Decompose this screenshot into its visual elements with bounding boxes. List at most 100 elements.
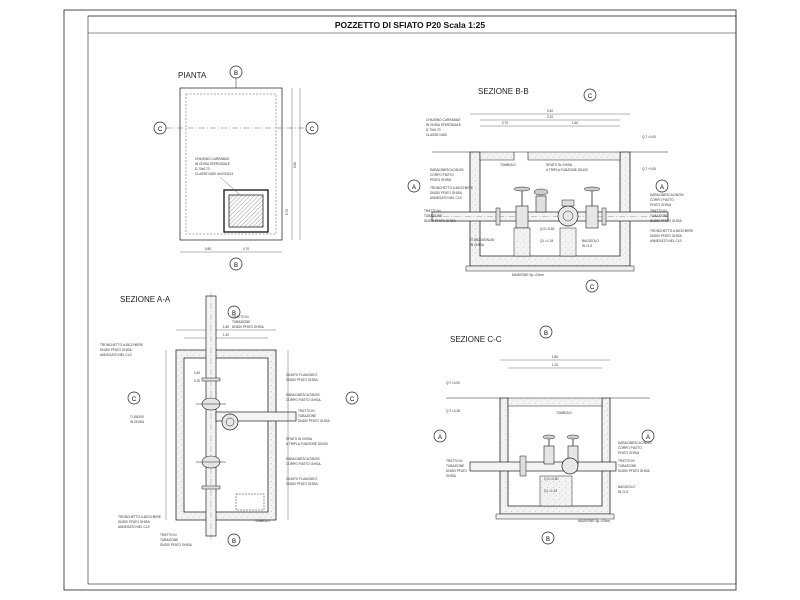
bb-dim-top-a: 0.70 <box>502 121 508 125</box>
sezione-bb-label: TRONCHETTO A BICCHIERE <box>650 229 693 233</box>
sezione-bb-label: D.70x0.70 <box>426 128 441 132</box>
sezione-cc-label: SARACINESCA DN200 <box>618 441 652 445</box>
aa-flange-2 <box>201 485 221 490</box>
sezione-aa-label: SARACINESCA DN200 <box>286 457 320 461</box>
sezione-bb-label: TOMBOLO <box>500 163 516 167</box>
bb-flange-1 <box>495 207 501 226</box>
sezione-bb-label: DN200 PFATO GHISA <box>650 234 683 238</box>
aa-branch-pipe <box>215 411 297 422</box>
view-sezione-bb: SEZIONE B-B C C A A 2.60 2.20 0.70 1.60 <box>407 87 693 293</box>
cc-magrone <box>495 513 615 520</box>
sezione-bb-label: CLASSE D400 <box>426 133 447 137</box>
pianta-dim-side-b: 0.70 <box>285 209 289 215</box>
sezione-bb-label: TUBAZIONE <box>650 214 668 218</box>
sezione-bb-label: CORPO PIATTO <box>650 198 674 202</box>
bb-vent-valve <box>533 188 549 213</box>
sezione-aa-label: ANNEGATO NEL CLS <box>100 353 132 357</box>
svg-text:C: C <box>310 127 315 133</box>
bb-top-slab <box>479 151 621 161</box>
sezione-bb-label: SARACINESCA DN150 <box>430 168 464 172</box>
svg-text:A: A <box>646 435 650 441</box>
sezione-bb-label: BAGGIOLO <box>582 239 599 243</box>
pianta-marker-b-bottom: B <box>229 257 243 271</box>
sezione-aa-label: SARACINESCA DN200 <box>286 393 320 397</box>
svg-text:B: B <box>232 311 236 317</box>
aa-marker-c-left: C <box>127 391 141 405</box>
svg-text:B: B <box>232 539 236 545</box>
sezione-bb-label: MAGRONE Sp.=10cm <box>512 273 544 277</box>
aa-tee <box>221 413 239 431</box>
sheet-title: POZZETTO DI SFIATO P20 Scala 1:25 <box>335 20 485 30</box>
cc-dim-top-a-text: 1.80 <box>552 355 558 359</box>
sezione-cc-label: CORPO PIATTO <box>618 446 642 450</box>
pianta-manhole-cover <box>228 194 264 228</box>
aa-valve-bottom <box>196 455 226 469</box>
sezione-bb-label: CHIUSINO CARRABILE <box>426 118 461 122</box>
sezione-bb-label: TRONCHETTO A BICCHIERE <box>430 186 473 190</box>
sezione-aa-label: ANNEGATO NEL CLS <box>118 525 150 529</box>
sezione-aa-label: TUBAZIONE <box>298 414 316 418</box>
sezione-aa-title: SEZIONE A-A <box>120 295 171 304</box>
cc-support <box>539 475 573 507</box>
cc-pipe <box>469 461 617 472</box>
sezione-aa-label: SFIATO IN GHISA <box>286 437 313 441</box>
sezione-bb-label: ANNEGATO NEL CLS <box>430 196 462 200</box>
sezione-aa-label: DN200 PFATO GHISA <box>286 378 319 382</box>
sezione-aa-label: GIUNTO FLANGIATO <box>286 373 318 377</box>
sezione-cc-label: BAGGIOLO <box>618 485 635 489</box>
sezione-bb-label: Q.T.=0.00 <box>642 135 656 139</box>
bb-valve-right <box>583 186 601 229</box>
sezione-bb-label: DN200 PFATO GHISA <box>650 219 683 223</box>
sezione-aa-label: DN200 PFATO GHISA <box>160 543 193 547</box>
svg-text:B: B <box>234 71 238 77</box>
sezione-cc-label: GHISA <box>446 474 457 478</box>
pianta-note-line-3: D.70x0.70 <box>195 167 210 171</box>
sezione-bb-label: DN200 PFATO GHISA <box>424 219 457 223</box>
sezione-aa-label: TRONCHETTO A BICCHIERE <box>118 515 161 519</box>
sezione-cc-label: IN CLS <box>618 490 628 494</box>
svg-text:A: A <box>438 435 442 441</box>
sezione-bb-label: TRATTO IN <box>650 209 667 213</box>
svg-text:B: B <box>546 537 550 543</box>
sezione-aa-label: TRATTO IN <box>298 409 315 413</box>
sezione-aa-label: TRONCHETTO A BICCHIERE <box>100 343 143 347</box>
bb-marker-a-left: A <box>407 179 421 193</box>
pianta-marker-c-left: C <box>153 121 167 135</box>
aa-flange-1 <box>201 377 221 382</box>
sezione-cc-label: Q.T.=0.28 <box>446 409 460 413</box>
pianta-note-line-4: CLASSE D400 UNI EN124 <box>195 172 233 176</box>
view-pianta: PIANTA CHIUSINO CARRABILE IN GHISA SFERO… <box>153 65 319 271</box>
svg-text:C: C <box>132 397 137 403</box>
svg-text:C: C <box>588 94 593 100</box>
bb-dim-top-inner-text: 2.20 <box>547 115 553 119</box>
aa-valve-top <box>196 397 226 411</box>
aa-dim-side-b: 0.20 <box>194 379 200 383</box>
aa-marker-c-right: C <box>345 391 359 405</box>
bb-marker-c-top: C <box>583 88 597 102</box>
sezione-bb-label: Q.S.=0.60 <box>540 227 555 231</box>
pianta-dim-bottom-b: 0.70 <box>243 247 249 251</box>
bb-marker-a-right: A <box>655 179 669 193</box>
sezione-cc-label: DN200 PFATO <box>446 469 467 473</box>
view-sezione-aa: SEZIONE A-A B B C C 1.80 1.20 <box>100 292 359 547</box>
pianta-outer-wall <box>179 87 283 241</box>
bb-tee <box>557 199 579 227</box>
bb-dim-top-total-text: 2.60 <box>547 109 553 113</box>
bb-support-1 <box>513 227 531 257</box>
sezione-aa-label: DN200 PFATO GHISA <box>232 325 265 329</box>
sezione-bb-label: TRATTO IN <box>424 209 441 213</box>
bb-support-2 <box>559 227 577 257</box>
cc-dim-top-b-text: 1.20 <box>552 363 558 367</box>
sezione-aa-label: DN200 PFATO GHISA <box>286 482 319 486</box>
sezione-bb-label: IN GHISA <box>470 243 485 247</box>
cc-marker-a-left: A <box>433 429 447 443</box>
bb-flange-2 <box>601 207 607 226</box>
cc-top-slab <box>507 397 603 407</box>
sezione-cc-label: TOMBOLO <box>556 411 572 415</box>
sezione-cc-label: MAGRONE Sp.=10cm <box>578 519 610 523</box>
bb-marker-c-bottom: C <box>585 279 599 293</box>
sezione-aa-label: TRATTO IN <box>160 533 177 537</box>
sezione-bb-label: IN GHISA SFEROIDALE <box>426 123 461 127</box>
